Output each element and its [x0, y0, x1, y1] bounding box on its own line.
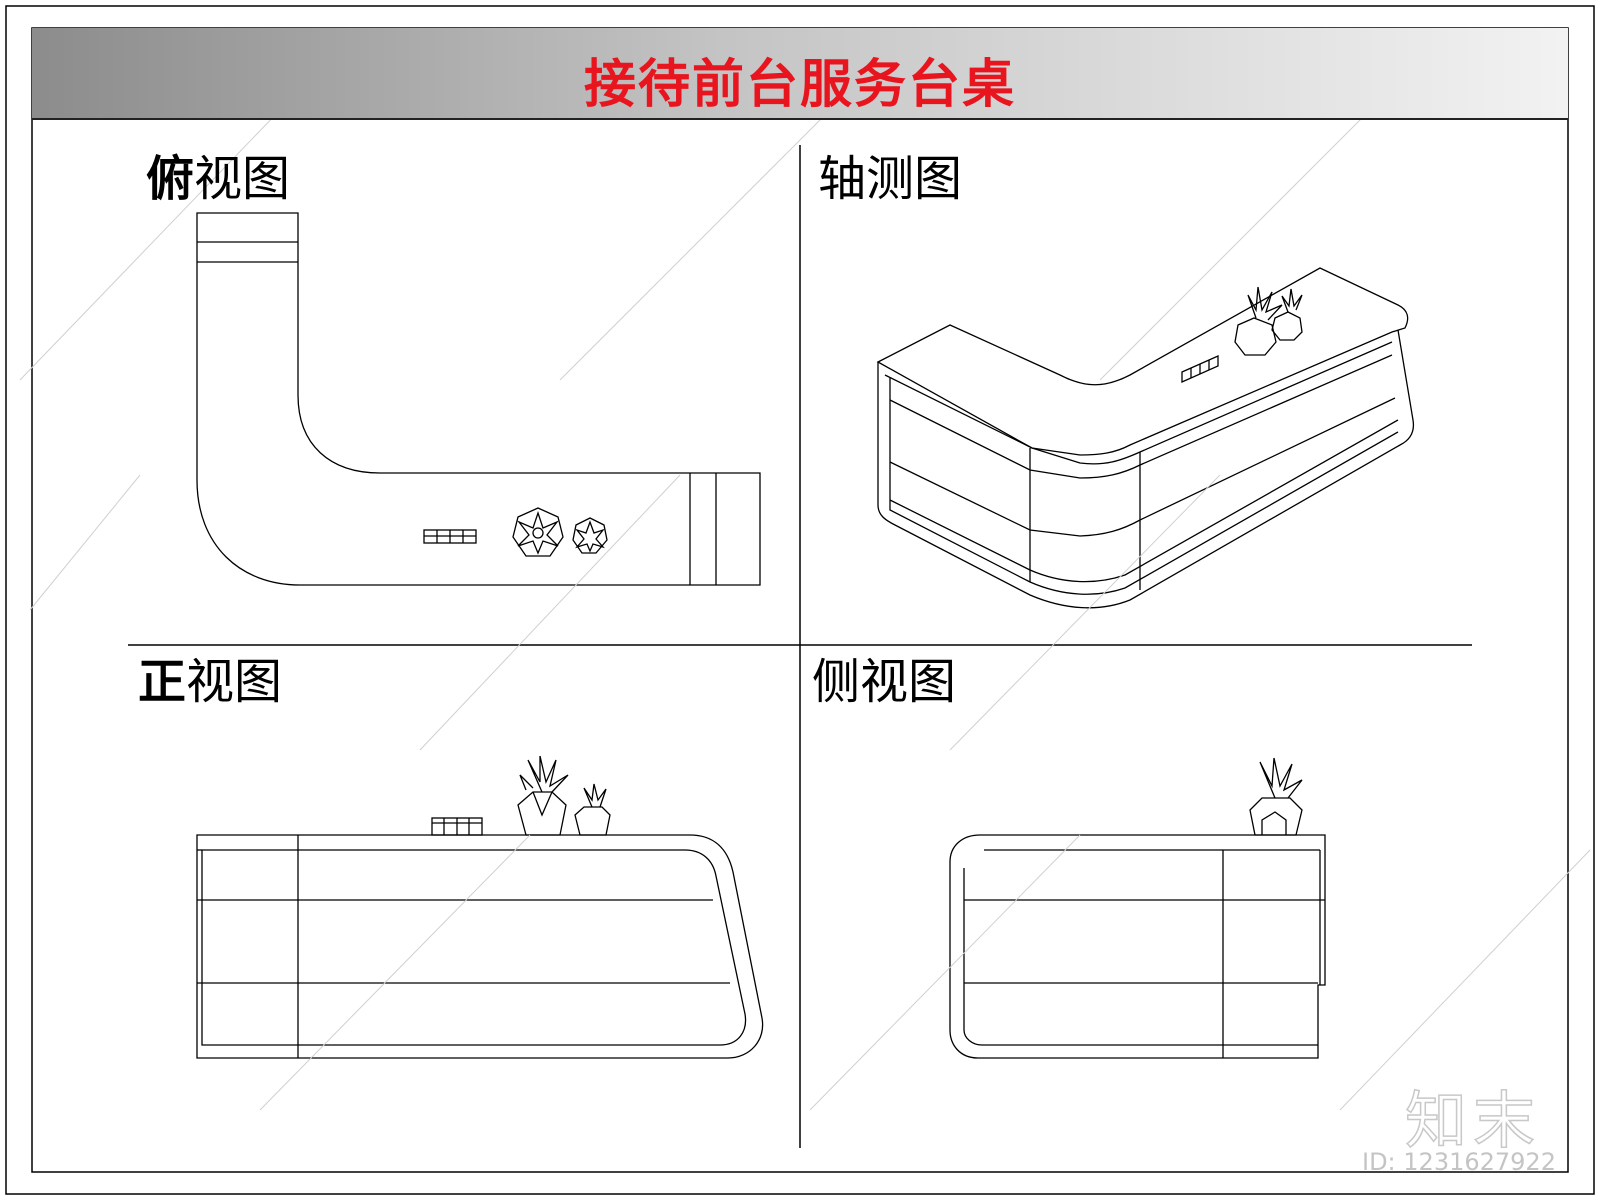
label-plan-view-rest: 视图 [194, 151, 291, 207]
outer-frame [5, 5, 1595, 1195]
brand-logo-text: 知末 [1404, 1083, 1542, 1158]
label-axo-lead: 轴 [818, 151, 867, 207]
axo-top-surface [876, 267, 1409, 456]
label-front-view-lead: 正 [138, 654, 187, 710]
side-view-drawing [949, 757, 1326, 1059]
label-plan-view-lead: 俯 [146, 151, 195, 207]
side-plant [1249, 757, 1303, 836]
label-plan-view: 俯视图 [146, 155, 290, 203]
label-side-view-lead: 侧 [812, 654, 861, 710]
side-desk-outline [949, 834, 1326, 1059]
image-id: ID: 1231627922 [1362, 1148, 1556, 1176]
axo-plant-small [1271, 288, 1303, 341]
label-side-view-rest: 视图 [860, 654, 957, 710]
front-binder-blocks [431, 817, 483, 836]
axonometric-view-drawing [876, 267, 1415, 609]
axo-binder-blocks [1181, 354, 1219, 384]
front-plant-large [517, 755, 569, 836]
front-plant-small [574, 783, 611, 836]
label-side-view: 侧视图 [812, 658, 956, 706]
title-band: 接待前台服务台桌 [32, 28, 1568, 120]
watermark-stripes [19, 109, 1591, 1111]
label-axonometric-view: 轴测图 [818, 155, 962, 203]
axo-plant-large [1234, 286, 1283, 356]
label-axo-rest: 测图 [866, 151, 963, 207]
plan-plant-small [572, 517, 608, 554]
front-desk-outline [196, 834, 764, 1059]
plan-view-drawing [196, 212, 761, 586]
label-front-view: 正视图 [138, 658, 282, 706]
drawing-title: 接待前台服务台桌 [583, 55, 1016, 115]
label-front-view-rest: 视图 [186, 654, 283, 710]
plan-plant-large [512, 507, 564, 557]
plan-binder-blocks [423, 529, 477, 544]
plan-desk-outline [196, 212, 761, 586]
front-view-drawing [196, 755, 764, 1059]
